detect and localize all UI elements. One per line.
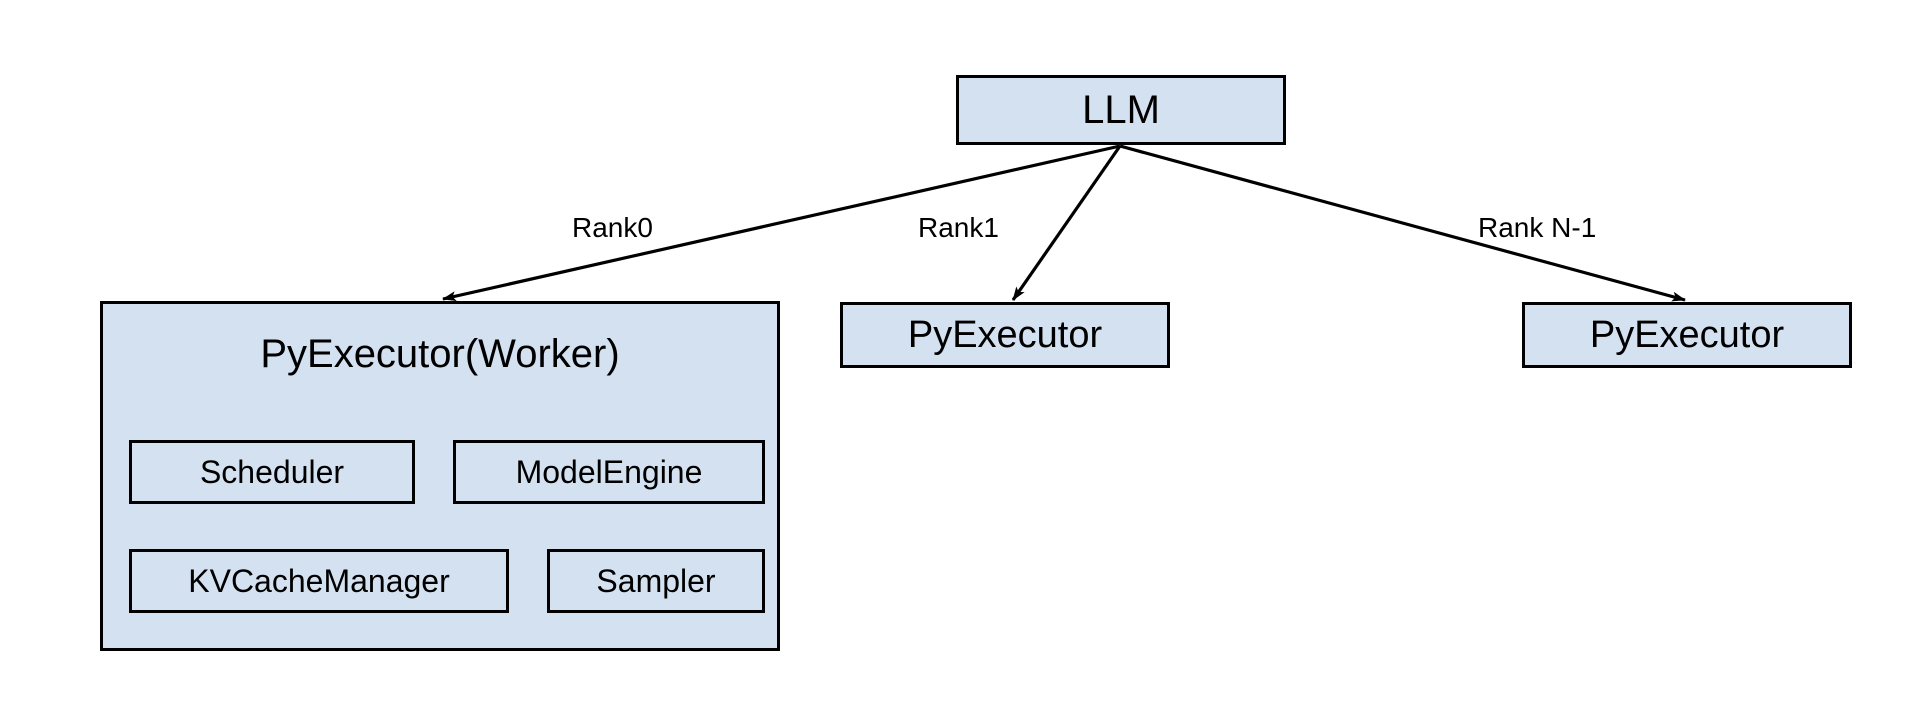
- node-model-engine[interactable]: ModelEngine: [453, 440, 765, 504]
- node-llm[interactable]: LLM: [956, 75, 1286, 145]
- node-model-engine-label: ModelEngine: [515, 454, 703, 490]
- node-scheduler-label: Scheduler: [199, 454, 345, 490]
- node-pyexecutor-rank1[interactable]: PyExecutor: [840, 302, 1170, 368]
- node-pyexecutor-worker[interactable]: PyExecutor(Worker) Scheduler ModelEngine…: [100, 301, 780, 651]
- node-kv-cache-manager-label: KVCacheManager: [188, 563, 450, 599]
- node-pyexecutor-worker-label: PyExecutor(Worker): [260, 332, 620, 376]
- edge-llm-to-worker: [442, 144, 1121, 302]
- node-pyexecutor-rankn[interactable]: PyExecutor: [1522, 302, 1852, 368]
- edge-llm-to-executor-rankn: [1119, 144, 1686, 302]
- edge-llm-to-executor-rank1: [1011, 145, 1122, 301]
- edge-label-rank0: Rank0: [572, 212, 653, 243]
- node-kv-cache-manager[interactable]: KVCacheManager: [129, 549, 509, 613]
- node-scheduler[interactable]: Scheduler: [129, 440, 415, 504]
- node-pyexecutor-rank1-label: PyExecutor: [907, 314, 1103, 356]
- node-sampler[interactable]: Sampler: [547, 549, 765, 613]
- node-sampler-label: Sampler: [596, 563, 716, 599]
- edge-label-rank-n-1: Rank N-1: [1478, 212, 1597, 243]
- node-llm-label: LLM: [1082, 88, 1160, 132]
- edge-label-rank1: Rank1: [918, 212, 999, 243]
- node-pyexecutor-rankn-label: PyExecutor: [1589, 314, 1785, 356]
